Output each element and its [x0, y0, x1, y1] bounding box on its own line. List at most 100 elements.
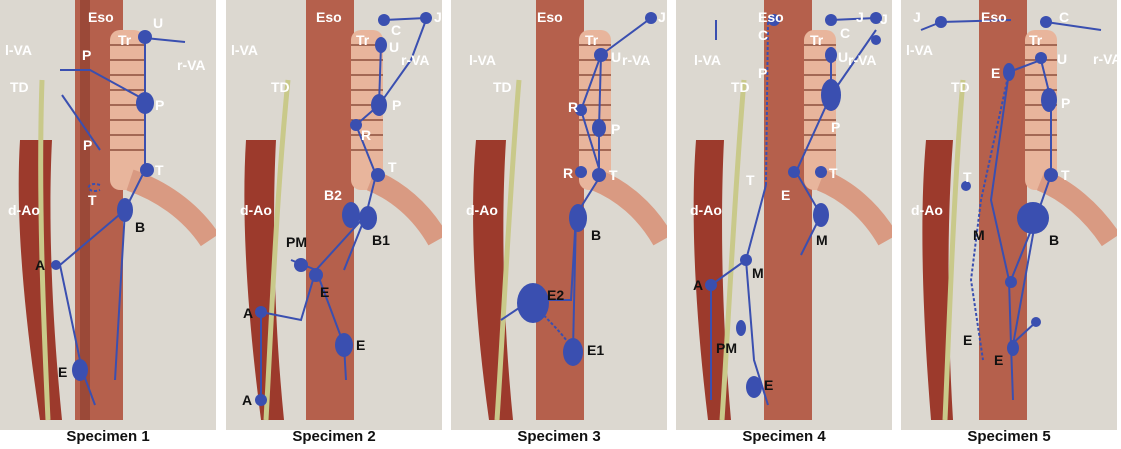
node-label: r-VA: [177, 57, 206, 73]
panel-specimen-4: Eso J J C C Tr U l-VA r-VA TD P P T E T …: [676, 0, 892, 449]
node-label: A: [35, 257, 45, 273]
node-label: T: [1061, 167, 1070, 183]
node-label: M: [973, 227, 985, 243]
node-label: r-VA: [401, 52, 430, 68]
node-label: d-Ao: [240, 202, 272, 218]
node-label: J: [434, 9, 442, 25]
node-label: P: [611, 121, 620, 137]
node-label: T: [829, 165, 838, 181]
node-label: TD: [951, 79, 970, 95]
esophagus-shade: [80, 0, 90, 420]
node-label: U: [838, 49, 848, 65]
node-label: M: [816, 232, 828, 248]
node-label: TD: [10, 79, 29, 95]
node-label: E: [58, 364, 67, 380]
specimen-2-illustration: Eso C J Tr U l-VA r-VA TD P R T B2 B1 d-…: [226, 0, 442, 430]
node-label: PM: [286, 234, 307, 250]
node-label: l-VA: [906, 42, 933, 58]
node-label: E: [356, 337, 365, 353]
node-label: A: [242, 392, 252, 408]
node-label: C: [391, 22, 401, 38]
node-label: l-VA: [5, 42, 32, 58]
node-label: U: [1057, 51, 1067, 67]
node-label: d-Ao: [8, 202, 40, 218]
node-label: TD: [271, 79, 290, 95]
node-label: Eso: [316, 9, 342, 25]
specimen-3-illustration: Eso J Tr U l-VA r-VA TD R P R T d-Ao B E…: [451, 0, 667, 430]
node-label: C: [1059, 9, 1069, 25]
node-label: U: [611, 49, 621, 65]
node-label: B: [135, 219, 145, 235]
node-label: E: [320, 284, 329, 300]
node-label: U: [389, 39, 399, 55]
node-label: E: [994, 352, 1003, 368]
node-label: T: [388, 159, 397, 175]
node-label: B: [1049, 232, 1059, 248]
node-label: R: [563, 165, 573, 181]
specimen-caption: Specimen 3: [451, 428, 667, 445]
node-label: Tr: [810, 32, 824, 48]
node-label: B: [591, 227, 601, 243]
node-label: r-VA: [622, 52, 651, 68]
node-label: J: [913, 9, 921, 25]
node-label: E: [991, 65, 1000, 81]
node-label: Eso: [981, 9, 1007, 25]
node-label: B1: [372, 232, 390, 248]
specimen-caption: Specimen 5: [901, 428, 1117, 445]
node-label: P: [1061, 95, 1070, 111]
node-label: E: [781, 187, 790, 203]
specimen-4-illustration: Eso J J C C Tr U l-VA r-VA TD P P T E T …: [676, 0, 892, 430]
specimen-caption: Specimen 1: [0, 428, 216, 445]
node-label: l-VA: [231, 42, 258, 58]
node-label: TD: [493, 79, 512, 95]
node-label: Tr: [585, 32, 599, 48]
panel-specimen-1: Eso U Tr l-VA r-VA TD P P P T T d-Ao B A…: [0, 0, 216, 449]
node-label: l-VA: [469, 52, 496, 68]
node-label: J: [880, 11, 888, 27]
node-label: PM: [716, 340, 737, 356]
node-label: E: [764, 377, 773, 393]
node-label: P: [83, 137, 92, 153]
node-label: d-Ao: [466, 202, 498, 218]
node-label: T: [155, 162, 164, 178]
node-label: J: [658, 9, 666, 25]
node-label: P: [831, 119, 840, 135]
node-label: d-Ao: [690, 202, 722, 218]
node-label: J: [856, 9, 864, 25]
node-label: E2: [547, 287, 564, 303]
node-label: P: [155, 97, 164, 113]
node-label: T: [963, 169, 972, 185]
node-label: T: [609, 167, 618, 183]
specimen-caption: Specimen 4: [676, 428, 892, 445]
node-label: TD: [731, 79, 750, 95]
node-label: Tr: [356, 32, 370, 48]
node-label: M: [752, 265, 764, 281]
node-label: T: [746, 172, 755, 188]
node-label: E: [963, 332, 972, 348]
node-label: C: [840, 25, 850, 41]
node-label: r-VA: [848, 52, 877, 68]
panel-specimen-2: Eso C J Tr U l-VA r-VA TD P R T B2 B1 d-…: [226, 0, 442, 449]
node-label: Tr: [118, 32, 132, 48]
node-label: Eso: [537, 9, 563, 25]
node-label: Eso: [758, 9, 784, 25]
node-label: C: [758, 27, 768, 43]
node-label: T: [88, 192, 97, 208]
node-label: A: [243, 305, 253, 321]
node-label: P: [82, 47, 91, 63]
node-label: r-VA: [1093, 51, 1117, 67]
node-label: l-VA: [694, 52, 721, 68]
node-label: R: [568, 99, 578, 115]
node-label: U: [153, 15, 163, 31]
node-label: B2: [324, 187, 342, 203]
node-label: P: [392, 97, 401, 113]
node-label: A: [693, 277, 703, 293]
node-label: E1: [587, 342, 604, 358]
specimen-1-illustration: Eso U Tr l-VA r-VA TD P P P T T d-Ao B A…: [0, 0, 216, 430]
node-label: d-Ao: [911, 202, 943, 218]
panel-specimen-5: J Eso C l-VA Tr U r-VA E TD P T T d-Ao M…: [901, 0, 1117, 449]
node-label: R: [361, 127, 371, 143]
panel-specimen-3: Eso J Tr U l-VA r-VA TD R P R T d-Ao B E…: [451, 0, 667, 449]
node-label: P: [758, 65, 767, 81]
